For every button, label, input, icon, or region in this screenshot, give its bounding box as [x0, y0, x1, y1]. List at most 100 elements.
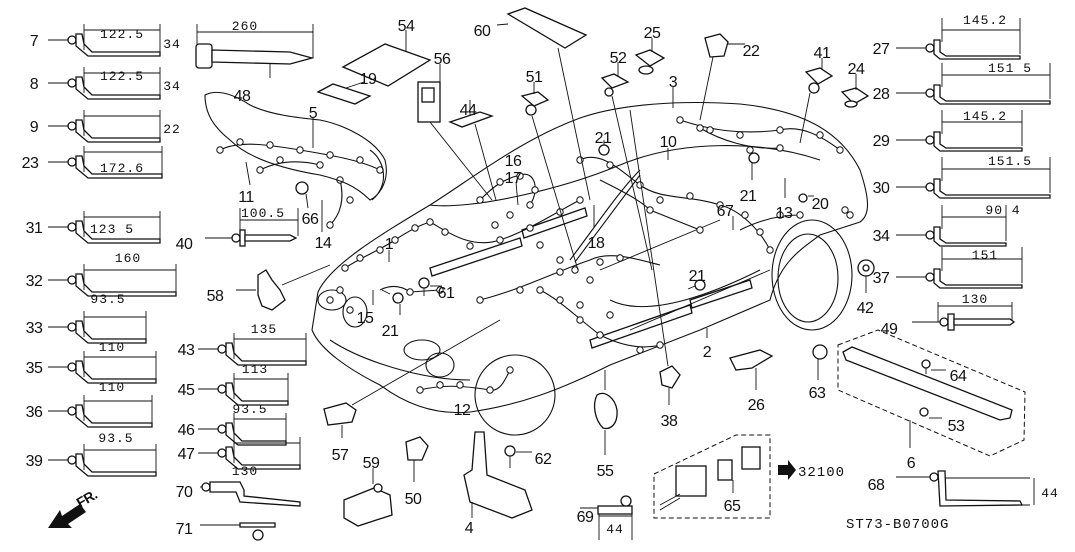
connector-node	[756, 228, 764, 236]
callout-44[interactable]: 44	[460, 102, 478, 119]
callout-64[interactable]: 64	[950, 368, 968, 385]
arrow-icon	[48, 504, 86, 528]
callout-43[interactable]: 43	[178, 342, 196, 359]
callout-37[interactable]: 37	[873, 270, 891, 287]
callout-23[interactable]: 23	[22, 155, 40, 172]
callout-30[interactable]: 30	[873, 180, 891, 197]
connector-node	[776, 144, 784, 152]
callout-28[interactable]: 28	[873, 86, 891, 103]
callout-54[interactable]: 54	[398, 18, 416, 35]
callout-21[interactable]: 21	[382, 323, 400, 340]
connector-node	[436, 381, 444, 389]
dimension-45: 113	[242, 362, 268, 377]
callout-21[interactable]: 21	[595, 130, 613, 147]
reference-link[interactable]: 32100	[778, 460, 845, 481]
callout-2[interactable]: 2	[703, 344, 713, 361]
callout-8[interactable]: 8	[30, 76, 40, 93]
callout-61[interactable]: 61	[438, 285, 456, 302]
callout-9[interactable]: 9	[30, 119, 40, 136]
connector-node	[556, 268, 564, 276]
callout-22[interactable]: 22	[743, 43, 761, 60]
callout-26[interactable]: 26	[748, 397, 766, 414]
callout-15[interactable]: 15	[357, 310, 375, 327]
callout-20[interactable]: 20	[812, 196, 830, 213]
callout-65[interactable]: 65	[724, 498, 742, 515]
callout-60[interactable]: 60	[474, 23, 492, 40]
connector-node	[391, 236, 399, 244]
clip-bracket-31	[48, 211, 161, 244]
callout-27[interactable]: 27	[873, 41, 891, 58]
dimension-37: 151	[972, 248, 998, 263]
callout-42[interactable]: 42	[857, 300, 875, 317]
part-59-box-icon	[343, 468, 393, 527]
callout-55[interactable]: 55	[597, 463, 615, 480]
callout-13[interactable]: 13	[776, 205, 794, 222]
reference-number[interactable]: 32100	[798, 465, 845, 481]
connector-node	[276, 156, 284, 164]
callout-17[interactable]: 17	[505, 170, 523, 187]
callout-5[interactable]: 5	[309, 105, 319, 122]
callout-7[interactable]: 7	[30, 33, 40, 50]
connector-node	[796, 211, 804, 219]
callout-6[interactable]: 6	[907, 455, 917, 472]
callout-63[interactable]: 63	[809, 385, 827, 402]
callout-32[interactable]: 32	[26, 273, 44, 290]
part-69-clip-icon	[580, 495, 633, 540]
callout-62[interactable]: 62	[535, 451, 553, 468]
callout-11[interactable]: 11	[238, 189, 255, 206]
callout-66[interactable]: 66	[302, 211, 320, 228]
callout-14[interactable]: 14	[315, 235, 333, 252]
part-4-bracket-icon	[463, 431, 533, 519]
callout-16[interactable]: 16	[505, 153, 523, 170]
callout-46[interactable]: 46	[178, 422, 196, 439]
callout-53[interactable]: 53	[948, 418, 966, 435]
callout-25[interactable]: 25	[644, 25, 662, 42]
callout-39[interactable]: 39	[26, 453, 44, 470]
connector-node	[696, 226, 704, 234]
dimension-27: 145.2	[963, 13, 1007, 28]
callout-24[interactable]: 24	[848, 61, 866, 78]
callout-12[interactable]: 12	[454, 402, 472, 419]
callout-57[interactable]: 57	[332, 447, 350, 464]
callout-56[interactable]: 56	[434, 51, 452, 68]
callout-1[interactable]: 1	[385, 236, 395, 253]
callout-69[interactable]: 69	[577, 509, 595, 526]
callout-19[interactable]: 19	[360, 71, 378, 88]
callout-34[interactable]: 34	[873, 228, 891, 245]
dimension-8: 34	[163, 79, 181, 94]
callout-18[interactable]: 18	[588, 235, 606, 252]
callout-45[interactable]: 45	[178, 382, 196, 399]
callout-70[interactable]: 70	[176, 484, 194, 501]
callout-68[interactable]: 68	[868, 477, 886, 494]
callout-51[interactable]: 51	[526, 69, 544, 86]
callout-59[interactable]: 59	[363, 455, 381, 472]
callout-29[interactable]: 29	[873, 133, 891, 150]
callout-49[interactable]: 49	[881, 321, 899, 338]
callout-33[interactable]: 33	[26, 320, 44, 337]
connector-node	[536, 286, 544, 294]
callout-31[interactable]: 31	[26, 220, 44, 237]
connector-node	[766, 246, 774, 254]
part-20-bolt-icon	[798, 193, 814, 203]
callout-21[interactable]: 21	[740, 188, 758, 205]
callout-71[interactable]: 71	[176, 521, 194, 538]
callout-40[interactable]: 40	[176, 236, 194, 253]
callout-21[interactable]: 21	[689, 268, 707, 285]
callout-47[interactable]: 47	[178, 446, 196, 463]
diagram-code: ST73-B0700G	[846, 517, 949, 533]
connector-node	[341, 264, 349, 272]
callout-38[interactable]: 38	[661, 413, 679, 430]
callout-58[interactable]: 58	[207, 288, 225, 305]
callout-36[interactable]: 36	[26, 404, 44, 421]
connector-node	[636, 346, 644, 354]
callout-10[interactable]: 10	[660, 134, 678, 151]
callout-41[interactable]: 41	[814, 45, 832, 62]
callout-50[interactable]: 50	[405, 491, 423, 508]
callout-52[interactable]: 52	[610, 50, 628, 67]
callout-4[interactable]: 4	[465, 520, 475, 537]
callout-3[interactable]: 3	[669, 74, 679, 91]
callout-48[interactable]: 48	[234, 88, 252, 105]
part-50-clip-icon	[405, 436, 429, 482]
callout-67[interactable]: 67	[717, 203, 735, 220]
callout-35[interactable]: 35	[26, 360, 44, 377]
